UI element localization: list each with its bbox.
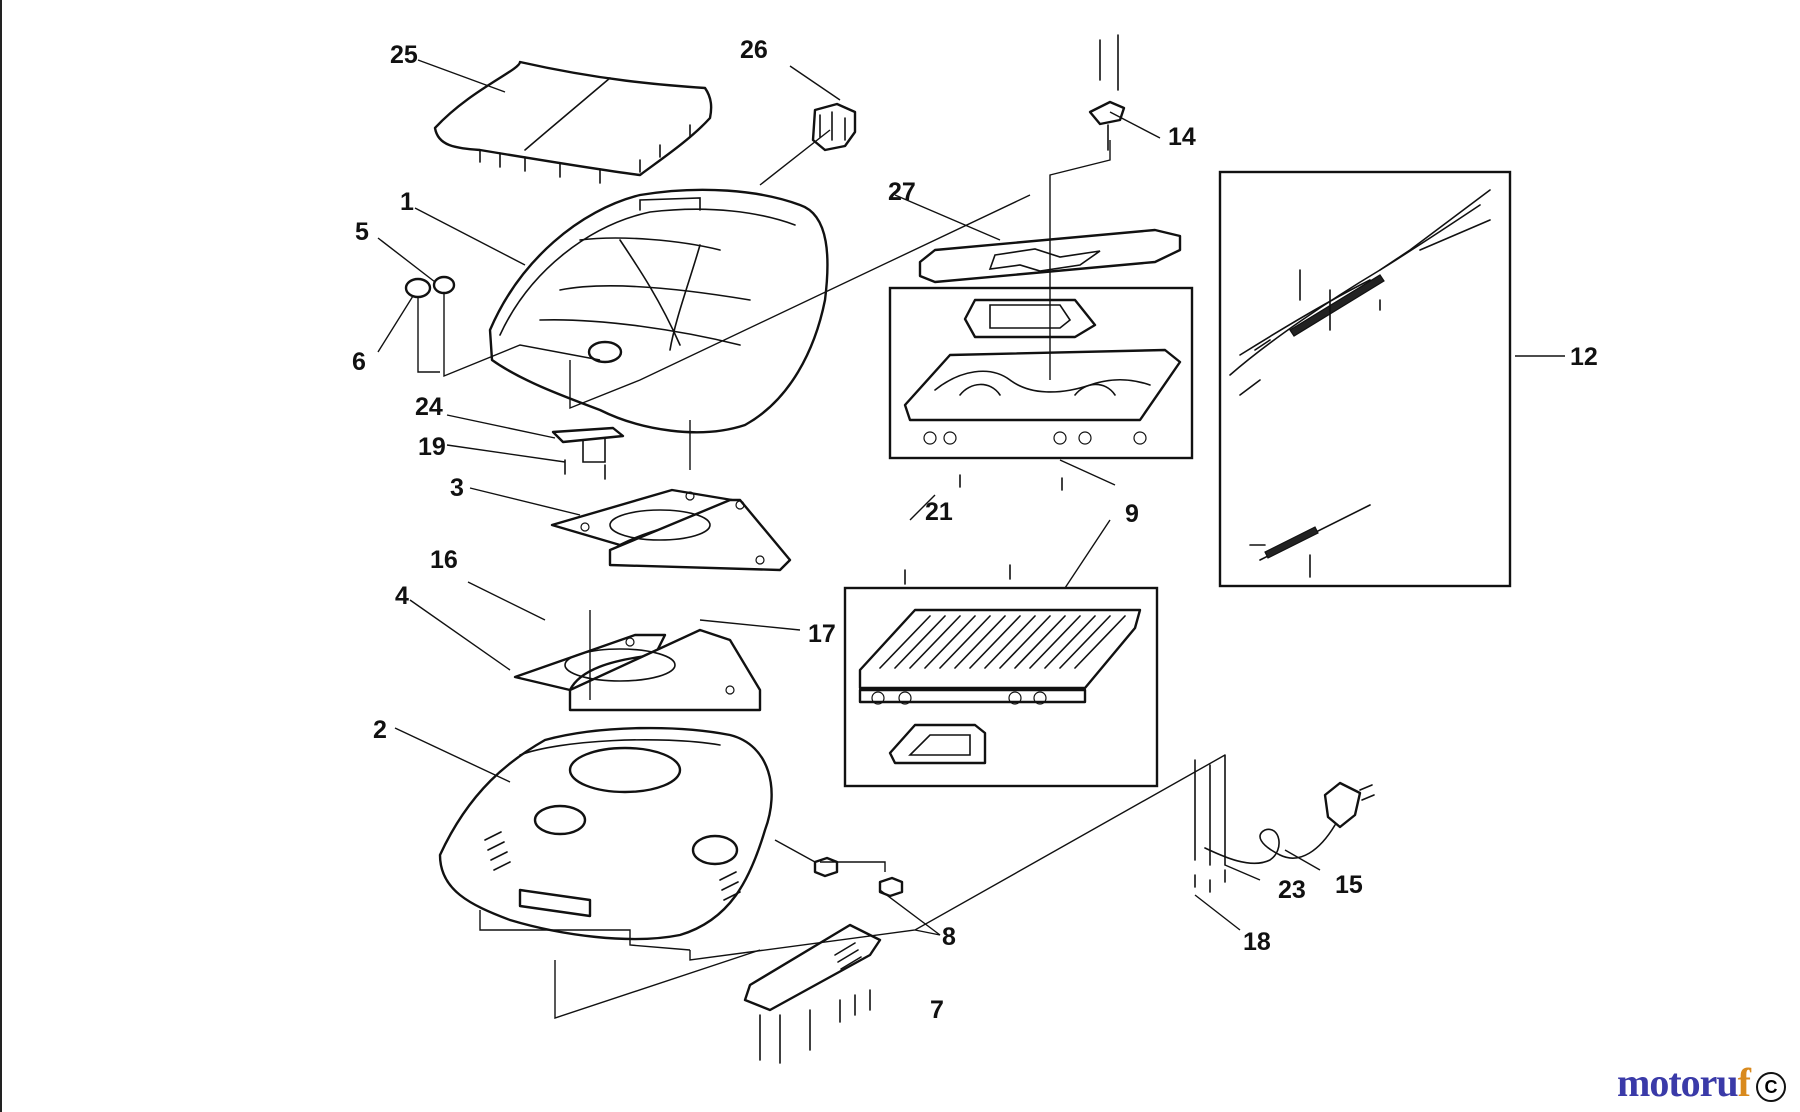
callout-21: 21 [925, 498, 953, 526]
part-23-18-terminals [1194, 754, 1226, 893]
callout-5: 5 [355, 218, 369, 246]
part-15-power-cord [1204, 781, 1375, 865]
part-21-screws [904, 474, 1063, 585]
part-2-lower-housing [438, 726, 773, 941]
callout-6: 6 [352, 348, 366, 376]
callout-18: 18 [1243, 928, 1271, 956]
part-4-lower-holder [513, 628, 762, 712]
brand-text-b: f [1737, 1060, 1751, 1105]
callout-25: 25 [390, 41, 418, 69]
part-8-feet [813, 856, 904, 898]
part-9-grill-box-upper [888, 286, 1194, 460]
part-19-screws [564, 459, 606, 480]
callout-26: 26 [740, 36, 768, 64]
callout-19: 19 [418, 433, 446, 461]
callout-9: 9 [1125, 500, 1139, 528]
part-14-bracket [1088, 34, 1126, 151]
part-3-plate-holder [550, 488, 792, 572]
callout-12: 12 [1570, 343, 1598, 371]
callout-4: 4 [395, 582, 409, 610]
callout-7: 7 [930, 996, 944, 1024]
callout-15: 15 [1335, 871, 1363, 899]
part-12-wiring-box [1218, 170, 1512, 588]
callout-14: 14 [1168, 123, 1196, 151]
part-7-bottom-plate [743, 923, 882, 1064]
callout-3: 3 [450, 474, 464, 502]
callout-23: 23 [1278, 876, 1306, 904]
callout-24: 24 [415, 393, 443, 421]
part-1-upper-housing [488, 188, 829, 434]
callout-1: 1 [400, 188, 414, 216]
part-9-grill-box-lower [843, 586, 1159, 788]
callout-16: 16 [430, 546, 458, 574]
callout-2: 2 [373, 716, 387, 744]
part-5-6-plugs [404, 275, 456, 299]
leader-lines [377, 59, 1565, 1019]
part-24-bracket [551, 426, 625, 463]
copyright-mark: C [1756, 1072, 1786, 1102]
callout-labels: 25 26 1 5 6 24 19 3 16 4 17 2 8 7 14 27 … [352, 36, 1598, 1024]
motoruf-watermark: motoruf [1617, 1059, 1751, 1106]
brand-text-a: motoru [1617, 1060, 1739, 1105]
callout-17: 17 [808, 620, 836, 648]
part-25-top-cover [433, 60, 713, 184]
part-26-clip [811, 102, 857, 152]
callout-8: 8 [942, 923, 956, 951]
callout-27: 27 [888, 178, 916, 206]
